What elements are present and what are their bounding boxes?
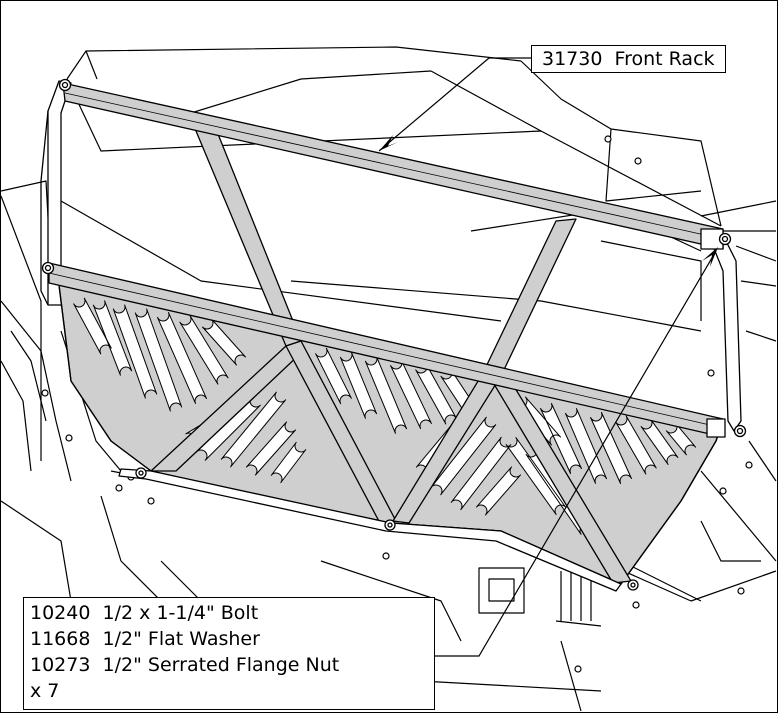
- leader-lines: [378, 57, 717, 657]
- panel-slot: [134, 308, 183, 412]
- panel-slot: [339, 352, 378, 419]
- panel-slot: [179, 315, 229, 385]
- panel-slot: [73, 297, 112, 355]
- panel-slot: [590, 412, 632, 484]
- panel-slot: [665, 422, 697, 456]
- panel-slot: [315, 347, 352, 405]
- right-post: [712, 230, 742, 432]
- bolt-head-3: [718, 232, 732, 246]
- fasteners: [41, 78, 747, 591]
- rack-leader-line: [378, 57, 531, 152]
- bolt-head-2: [41, 261, 55, 275]
- panel-slot: [157, 312, 207, 404]
- hardware-line-washer: 11668 1/2" Flat Washer: [30, 626, 434, 652]
- nut-description: 1/2" Serrated Flange Nut: [102, 654, 340, 676]
- bolt-head-6: [384, 519, 396, 531]
- panel-slot: [270, 441, 307, 484]
- rack-part-name: Front Rack: [614, 48, 715, 70]
- panel-slot: [246, 421, 296, 476]
- perforated-panel: [58, 284, 722, 585]
- washer-part-number: 11668: [30, 628, 91, 650]
- panel-slot: [430, 416, 497, 496]
- panel-slot: [450, 436, 512, 511]
- bolt-head-1: [58, 78, 72, 92]
- panel-slot: [475, 466, 522, 516]
- panel-slot: [220, 391, 287, 468]
- top-rail-end: [700, 228, 724, 250]
- panel-slot: [390, 359, 432, 430]
- panel-slot: [364, 356, 408, 434]
- hardware-leader-line: [435, 250, 717, 657]
- bolt-head-5: [135, 467, 147, 479]
- bolt-part-number: 10240: [30, 602, 91, 624]
- rack-part-number: 31730: [542, 48, 603, 70]
- washer-description: 1/2" Flat Washer: [102, 628, 260, 650]
- front-rack: [40, 80, 742, 592]
- panel-slot: [640, 419, 679, 465]
- panel-slot: [540, 402, 582, 475]
- front-rack-callout: 31730 Front Rack: [531, 45, 726, 73]
- nut-part-number: 10273: [30, 654, 91, 676]
- bolt-head-4: [733, 424, 747, 438]
- left-post-bend: [40, 110, 49, 306]
- panel-slot: [92, 300, 133, 376]
- leader-arrowheads: [379, 135, 718, 267]
- panel-slot: [615, 415, 657, 475]
- bottom-flange: [118, 468, 622, 592]
- hardware-callout-box: 10240 1/2 x 1-1/4" Bolt 11668 1/2" Flat …: [23, 597, 435, 710]
- hardware-quantity: x 7: [30, 680, 60, 702]
- hardware-line-bolt: 10240 1/2 x 1-1/4" Bolt: [30, 600, 434, 626]
- bolt-description: 1/2 x 1-1/4" Bolt: [102, 602, 259, 624]
- hardware-line-nut: 10273 1/2" Serrated Flange Nut: [30, 652, 434, 678]
- panel-slot: [202, 318, 246, 366]
- panel-slot: [112, 304, 158, 399]
- middle-rail-end: [706, 418, 726, 438]
- panel-slot: [564, 408, 608, 484]
- bolt-head-7: [627, 579, 639, 591]
